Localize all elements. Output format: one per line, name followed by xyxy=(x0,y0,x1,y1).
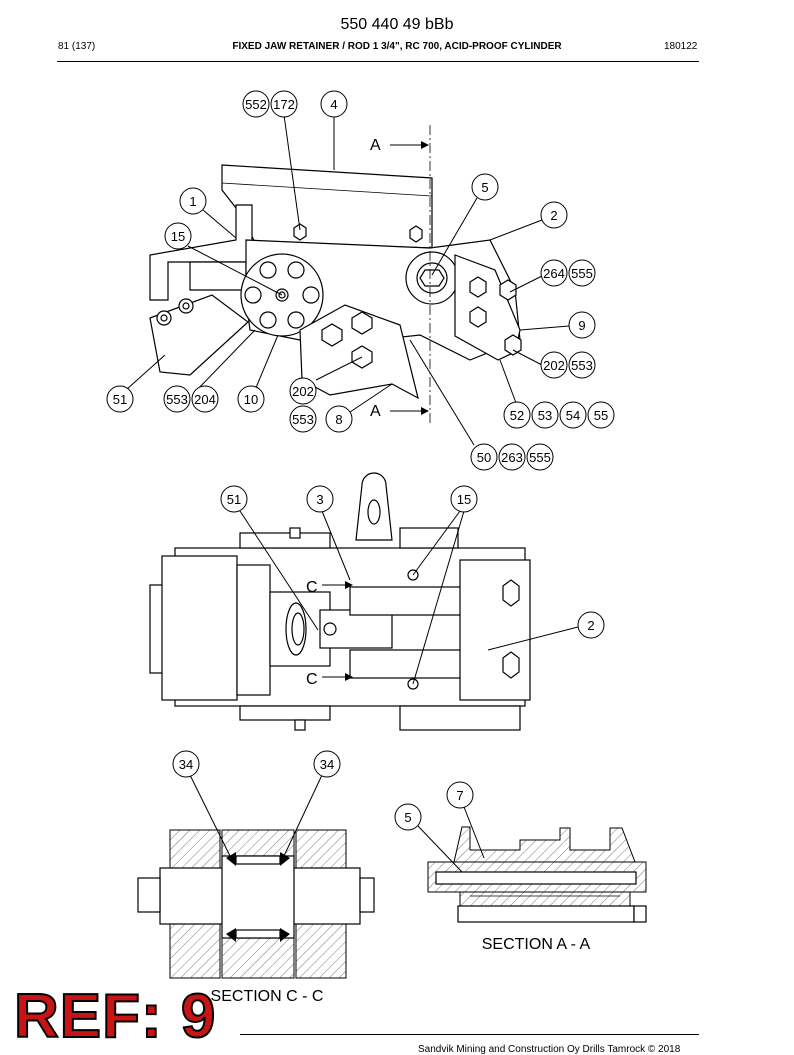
header-rule xyxy=(57,61,699,62)
callout-2 xyxy=(540,201,568,229)
document-date: 180122 xyxy=(664,41,698,52)
callouts-top: 552 172 4 5 1 2 15 264 555 9 202 553 51 … xyxy=(106,90,615,471)
callout-54 xyxy=(559,401,587,429)
svg-text:54: 54 xyxy=(566,408,580,423)
callout-52 xyxy=(503,401,531,429)
leader-lines-aa xyxy=(417,806,485,873)
leader-lines-plan xyxy=(239,510,579,685)
svg-text:2: 2 xyxy=(550,208,557,223)
callout-34 xyxy=(313,750,341,778)
callout-172 xyxy=(270,90,298,118)
callout-204 xyxy=(191,385,219,413)
section-marker-c-top: C xyxy=(306,579,318,596)
callout-553 xyxy=(163,385,191,413)
svg-text:55: 55 xyxy=(594,408,608,423)
section-marker-a-top: A xyxy=(370,137,381,154)
callout-51 xyxy=(220,485,248,513)
callout-263 xyxy=(498,443,526,471)
svg-text:10: 10 xyxy=(244,392,258,407)
section-marker-c-bottom: C xyxy=(306,671,318,688)
svg-text:7: 7 xyxy=(456,788,463,803)
page-number: 81 (137) xyxy=(58,41,96,52)
svg-text:4: 4 xyxy=(330,97,337,112)
callouts-plan: 51 3 15 2 xyxy=(220,485,605,639)
section-c-c-drawing xyxy=(137,829,375,979)
svg-text:202: 202 xyxy=(543,358,565,373)
callout-9 xyxy=(568,311,596,339)
callout-202 xyxy=(540,351,568,379)
svg-text:53: 53 xyxy=(538,408,552,423)
svg-text:5: 5 xyxy=(404,810,411,825)
callout-10 xyxy=(237,385,265,413)
svg-text:553: 553 xyxy=(571,358,593,373)
callout-5 xyxy=(471,173,499,201)
callout-5 xyxy=(394,803,422,831)
svg-text:51: 51 xyxy=(227,492,241,507)
svg-text:52: 52 xyxy=(510,408,524,423)
section-marker-a-bottom: A xyxy=(370,403,381,420)
section-a-a-drawing xyxy=(427,826,647,923)
callout-15 xyxy=(450,485,478,513)
ref-badge: REF: 9 xyxy=(13,982,217,1051)
callout-2 xyxy=(577,611,605,639)
svg-text:51: 51 xyxy=(113,392,127,407)
callouts-aa: 7 5 xyxy=(394,781,474,831)
svg-text:15: 15 xyxy=(457,492,471,507)
callout-7 xyxy=(446,781,474,809)
svg-text:172: 172 xyxy=(273,97,295,112)
callout-553 xyxy=(568,351,596,379)
page-title: FIXED JAW RETAINER / ROD 1 3/4", RC 700,… xyxy=(232,41,562,52)
svg-text:263: 263 xyxy=(501,450,523,465)
svg-text:15: 15 xyxy=(171,229,185,244)
section-a-a-label: SECTION A - A xyxy=(482,936,591,953)
svg-text:202: 202 xyxy=(292,384,314,399)
svg-text:34: 34 xyxy=(179,757,193,772)
svg-text:553: 553 xyxy=(166,392,188,407)
callouts-cc: 34 34 xyxy=(172,750,341,778)
callout-4 xyxy=(320,90,348,118)
callout-1 xyxy=(179,187,207,215)
svg-text:8: 8 xyxy=(335,412,342,427)
svg-text:2: 2 xyxy=(587,618,594,633)
svg-text:555: 555 xyxy=(529,450,551,465)
section-c-c-label: SECTION C - C xyxy=(211,988,324,1005)
svg-text:1: 1 xyxy=(189,194,196,209)
callout-3 xyxy=(306,485,334,513)
svg-text:5: 5 xyxy=(481,180,488,195)
callout-51 xyxy=(106,385,134,413)
footer-copyright: Sandvik Mining and Construction Oy Drill… xyxy=(418,1044,681,1055)
side-view: A A xyxy=(149,125,522,425)
callout-8 xyxy=(325,405,353,433)
svg-text:264: 264 xyxy=(543,266,565,281)
footer-rule xyxy=(240,1034,699,1035)
callout-552 xyxy=(242,90,270,118)
document-code: 550 440 49 bBb xyxy=(340,16,454,33)
callout-555 xyxy=(526,443,554,471)
svg-text:50: 50 xyxy=(477,450,491,465)
callout-264 xyxy=(540,259,568,287)
svg-text:9: 9 xyxy=(578,318,585,333)
svg-text:555: 555 xyxy=(571,266,593,281)
leader-lines-top xyxy=(125,114,570,446)
plan-view: C C xyxy=(149,472,531,731)
callout-53 xyxy=(531,401,559,429)
callout-50 xyxy=(470,443,498,471)
svg-text:3: 3 xyxy=(316,492,323,507)
leader-lines-cc xyxy=(189,774,323,857)
callout-15 xyxy=(164,222,192,250)
callout-55 xyxy=(587,401,615,429)
svg-text:552: 552 xyxy=(245,97,267,112)
svg-text:34: 34 xyxy=(320,757,334,772)
callout-553 xyxy=(289,405,317,433)
svg-text:204: 204 xyxy=(194,392,216,407)
svg-text:553: 553 xyxy=(292,412,314,427)
callout-34 xyxy=(172,750,200,778)
callout-202 xyxy=(289,377,317,405)
callout-555 xyxy=(568,259,596,287)
